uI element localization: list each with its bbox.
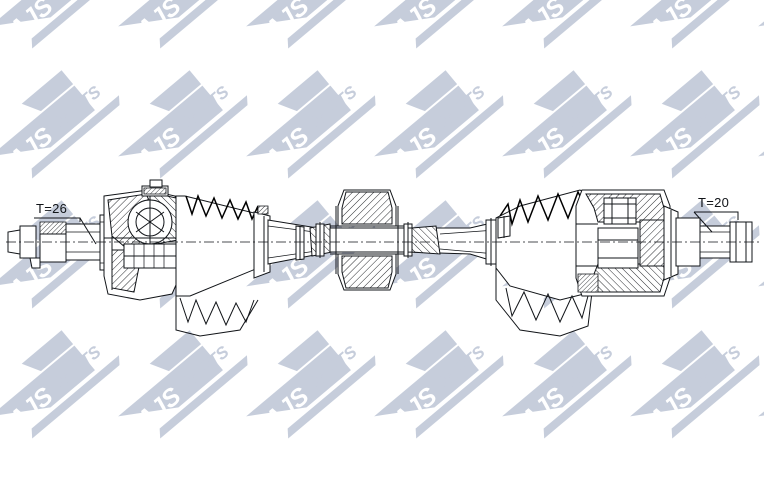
right-spline-label: T=20 — [698, 195, 729, 210]
inner-tripod-joint — [575, 189, 679, 297]
center-support-bearing — [309, 189, 413, 291]
outer-cv-boot — [175, 193, 271, 336]
left-spline-label: T=26 — [36, 201, 67, 216]
outer-cv-joint — [103, 179, 181, 301]
